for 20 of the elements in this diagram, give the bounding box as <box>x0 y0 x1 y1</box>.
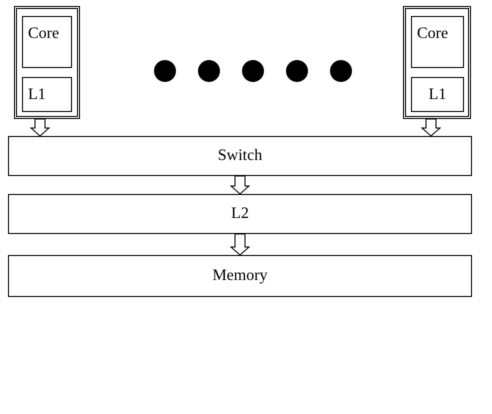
process-box <box>8 194 472 234</box>
process-box <box>8 136 472 176</box>
process-box <box>22 16 72 68</box>
block-arrow <box>230 234 250 256</box>
box-label: Core <box>28 25 60 43</box>
box-label: Switch <box>218 147 262 165</box>
process-box <box>22 77 72 112</box>
process-box <box>411 77 464 112</box>
block-arrow <box>230 176 250 195</box>
box-label: Memory <box>212 267 268 285</box>
process-box <box>8 255 472 297</box>
block-arrow <box>30 118 50 137</box>
core-group-box <box>403 6 471 119</box>
block-arrow <box>420 118 442 137</box>
box-label: L2 <box>231 205 249 223</box>
box-label: L1 <box>428 86 446 104</box>
box-label: L1 <box>28 86 46 104</box>
process-box <box>411 16 464 68</box>
core-group-box <box>14 6 80 119</box>
box-label: Core <box>417 25 448 43</box>
